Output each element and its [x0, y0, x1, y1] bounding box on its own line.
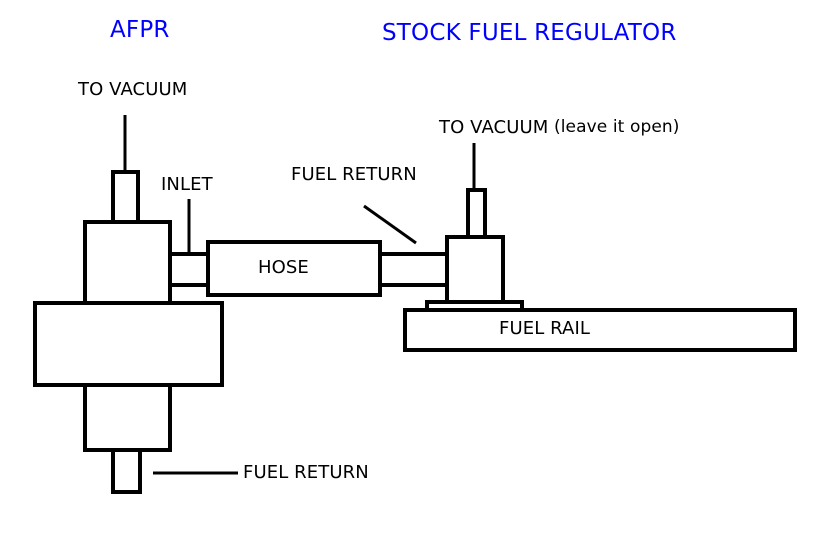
afpr-main-body — [33, 301, 224, 387]
afpr-upper-body — [83, 220, 172, 305]
upper-fuel-return-leader — [363, 204, 417, 245]
hose-body — [206, 240, 382, 297]
label-stock-vacuum-note: (leave it open) — [554, 117, 680, 137]
title-stock-fuel-regulator: STOCK FUEL REGULATOR — [382, 20, 677, 46]
afpr-vacuum-nipple — [111, 170, 140, 224]
stock-regulator-body — [445, 235, 505, 304]
afpr-inlet-stub — [168, 252, 210, 287]
label-fuel-return-upper: FUEL RETURN — [291, 164, 417, 185]
stock-vacuum-nipple — [466, 188, 487, 239]
parts-group — [33, 170, 797, 494]
fuel-rail-body — [403, 308, 797, 352]
label-hose: HOSE — [258, 257, 309, 278]
title-afpr: AFPR — [110, 17, 170, 43]
label-stock-to-vacuum: TO VACUUM — [439, 117, 549, 138]
afpr-return-nipple — [111, 448, 142, 494]
hose-right-stub — [378, 252, 449, 287]
label-fuel-return-lower: FUEL RETURN — [243, 462, 369, 483]
leader-lines-group — [123, 115, 476, 475]
label-fuel-rail: FUEL RAIL — [499, 318, 590, 339]
label-afpr-to-vacuum: TO VACUUM — [78, 79, 188, 100]
afpr-lower-body — [83, 383, 172, 452]
label-afpr-inlet: INLET — [161, 174, 213, 195]
